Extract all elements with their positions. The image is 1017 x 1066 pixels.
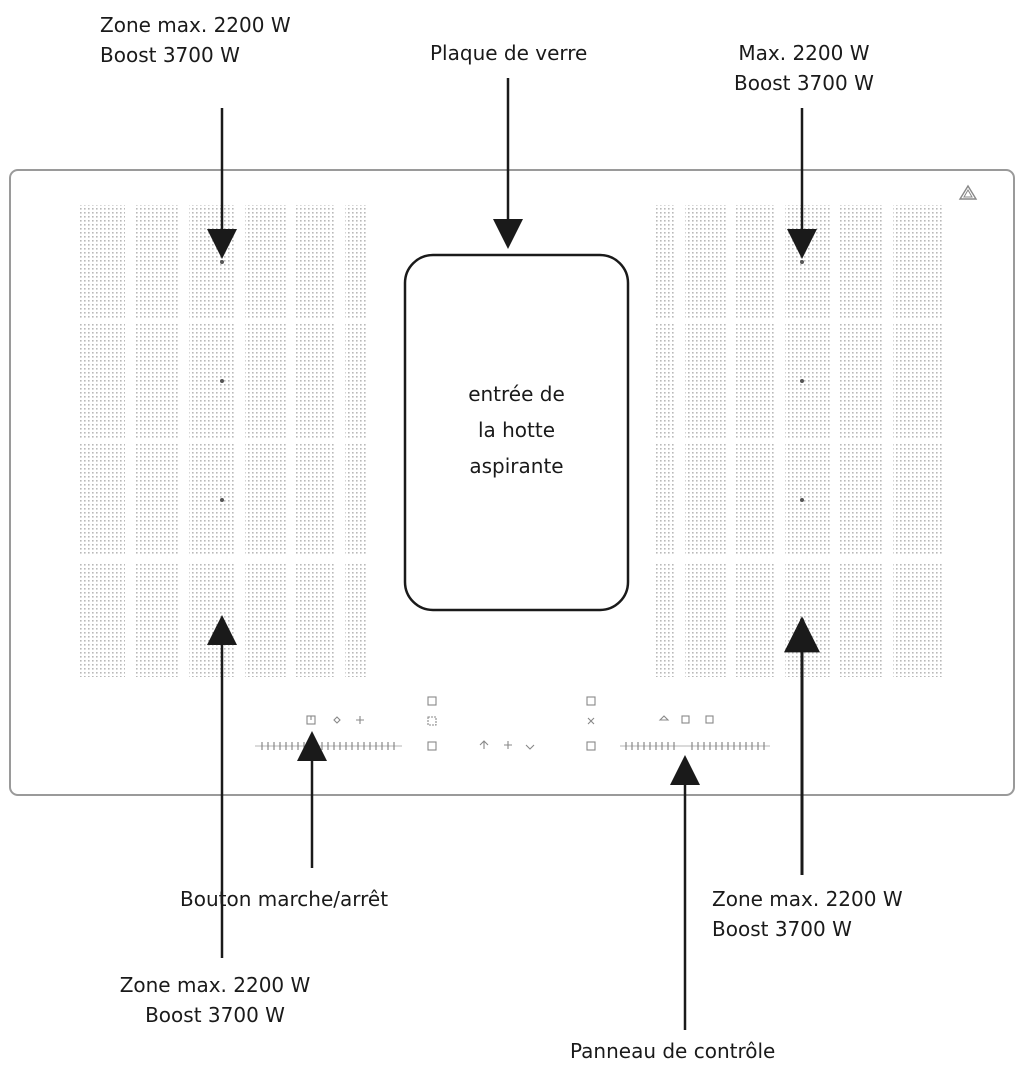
minus-icon[interactable] <box>333 716 341 724</box>
right-power-slider[interactable] <box>620 742 770 750</box>
warning-triangle-icon <box>958 184 978 200</box>
right-power-icon[interactable] <box>658 715 670 721</box>
right-timer-icon[interactable] <box>681 715 690 724</box>
bridge-icon[interactable] <box>586 696 596 706</box>
hood-inlet <box>403 253 630 612</box>
fan-plus-icon[interactable] <box>525 744 535 750</box>
label-power-button: Bouton marche/arrêt <box>180 887 389 911</box>
power-icon[interactable] <box>306 715 316 725</box>
label-control-panel: Panneau de contrôle <box>570 1039 776 1063</box>
control-panel <box>255 696 770 751</box>
label-top-left-zone: Zone max. 2200 W Boost 3700 W <box>100 13 291 67</box>
right-boost-icon[interactable] <box>705 715 714 724</box>
fan-icon[interactable] <box>479 740 489 749</box>
fan-minus-icon[interactable] <box>504 741 512 749</box>
label-hood-inlet: entrée de la hotte aspirante <box>468 382 565 478</box>
pause-icon[interactable] <box>427 716 437 726</box>
label-bottom-left-zone: Zone max. 2200 W Boost 3700 W <box>119 973 311 1027</box>
left-cooking-zone <box>78 205 366 677</box>
label-top-right-zone: Max. 2200 W Boost 3700 W <box>734 41 874 95</box>
plus-icon[interactable] <box>356 716 364 724</box>
label-bottom-right-zone: Zone max. 2200 W Boost 3700 W <box>712 887 903 941</box>
stopwatch-icon[interactable] <box>587 717 595 725</box>
lock-icon[interactable] <box>427 741 437 751</box>
right-cooking-zone <box>655 205 943 677</box>
timer-icon[interactable] <box>427 696 437 706</box>
keep-warm-icon[interactable] <box>586 741 596 751</box>
label-glass-plate: Plaque de verre <box>430 41 588 65</box>
